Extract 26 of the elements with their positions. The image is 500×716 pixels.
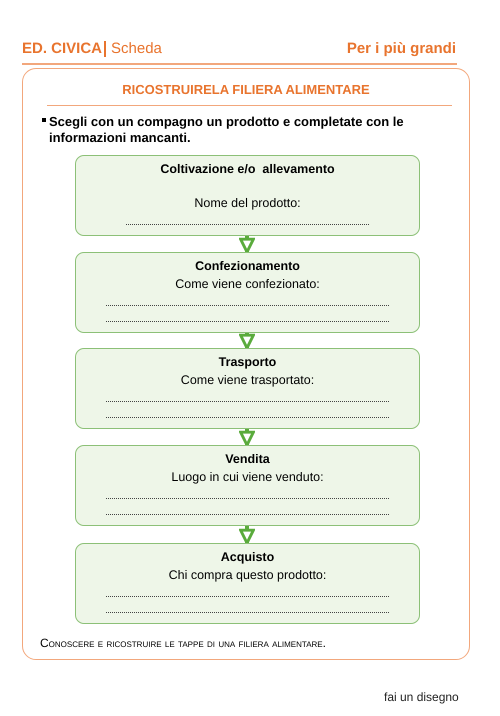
step-heading: Vendita — [225, 452, 270, 466]
step-prompt: Nome del prodotto: — [194, 196, 301, 210]
subject-label: ED. CIVICA — [22, 40, 102, 57]
step-prompt: Chi compra questo prodotto: — [168, 568, 326, 582]
step-box — [75, 445, 420, 526]
level-label: Per i più grandi — [346, 40, 456, 57]
step-prompt: Luogo in cui viene venduto: — [171, 470, 324, 484]
step-box — [75, 543, 420, 624]
step-heading: Trasporto — [218, 355, 276, 369]
instruction-text: Scegli con un compagno un prodotto e completate con le informazioni mancanti. — [49, 114, 405, 146]
arrow — [239, 429, 255, 446]
arrow — [239, 236, 255, 254]
sheet-label: Scheda — [111, 40, 162, 57]
step-box — [75, 252, 420, 333]
step-box — [75, 348, 420, 429]
arrow — [239, 333, 255, 350]
step-heading: Acquisto — [220, 550, 274, 564]
caption-text: Conoscere e ricostruire le tappe di una filiera alimentare. — [40, 636, 327, 650]
tagline-text: fai un disegno — [384, 690, 459, 704]
arrow — [239, 526, 255, 544]
step-prompt: Come viene trasportato: — [180, 373, 314, 387]
step-heading: Confezionamento — [195, 259, 300, 273]
step-prompt: Come viene confezionato: — [175, 277, 320, 291]
step-box — [75, 155, 420, 236]
step-heading: Coltivazione e/o allevamento — [160, 162, 335, 176]
worksheet-title: RICOSTRUIRELA FILIERA ALIMENTARE — [121, 82, 371, 97]
